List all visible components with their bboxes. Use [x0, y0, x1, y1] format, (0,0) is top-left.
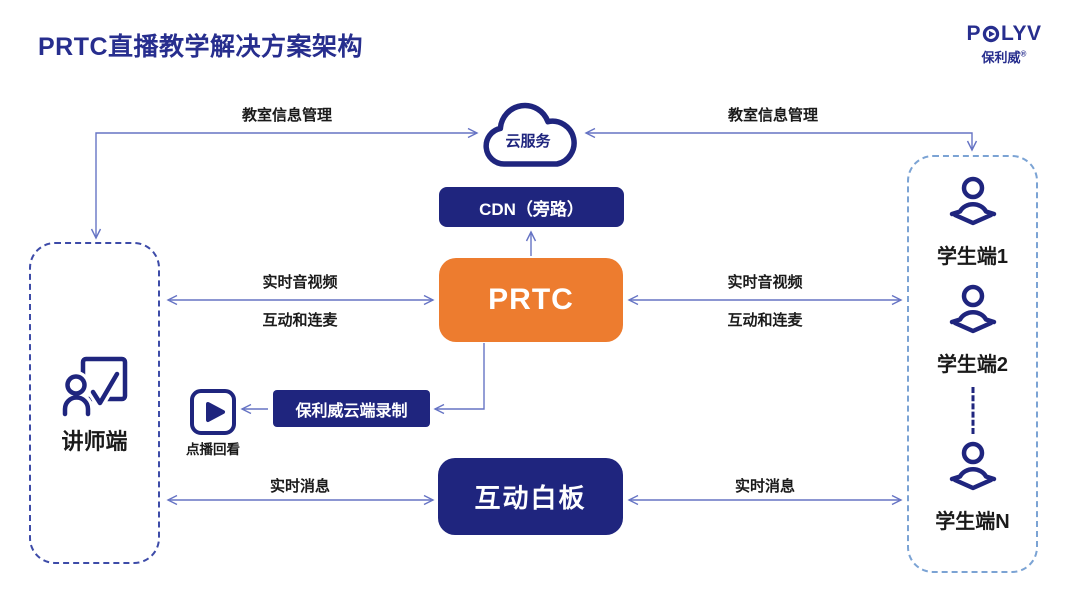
cdn-node: CDN（旁路） — [439, 187, 624, 227]
edge-label-interact-mic-left: 互动和连麦 — [262, 312, 338, 329]
cloud-recording-node: 保利威云端录制 — [273, 390, 430, 427]
polyv-wordmark: P LYV — [956, 22, 1052, 46]
cloud-service-label: 云服务 — [505, 133, 551, 150]
student-2-label: 学生端2 — [936, 354, 1009, 376]
logo-caption-text: 保利威 — [981, 50, 1021, 65]
logo-caption: 保利威® — [956, 47, 1052, 66]
student-1-icon — [949, 176, 996, 226]
student-1-label: 学生端1 — [936, 246, 1009, 268]
cloud-icon — [483, 102, 577, 167]
page-title: PRTC直播教学解决方案架构 — [38, 33, 364, 61]
logo-letter-p: P — [966, 22, 982, 45]
teacher-client-panel: 讲师端 — [29, 242, 160, 564]
playback-label: 点播回看 — [186, 442, 240, 457]
edge-teacher-prtc — [166, 294, 435, 306]
play-triangle-icon — [206, 402, 225, 422]
edge-label-realtime-msg-left: 实时消息 — [269, 478, 331, 495]
registered-mark: ® — [1020, 49, 1027, 59]
student-n-icon — [949, 441, 996, 491]
teacher-icon — [61, 356, 127, 418]
polyv-o-play-icon — [982, 25, 1000, 43]
edge-cloud-students — [584, 127, 978, 152]
logo-letters-lyv: LYV — [1001, 22, 1042, 45]
edge-recording-playback — [240, 403, 268, 415]
edge-teacher-whiteboard — [166, 494, 435, 506]
edge-label-interact-mic-right: 互动和连麦 — [727, 312, 803, 329]
student-2-icon — [949, 284, 996, 334]
student-n-label: 学生端N — [935, 511, 1010, 533]
playback-play-icon — [190, 389, 236, 435]
edge-label-realtime-av-right: 实时音视频 — [727, 274, 803, 291]
edge-prtc-recording — [433, 343, 485, 415]
edge-label-classroom-info-right: 教室信息管理 — [727, 107, 819, 124]
prtc-node: PRTC — [439, 258, 623, 342]
edge-teacher-cloud — [90, 127, 479, 240]
edge-whiteboard-students — [627, 494, 903, 506]
whiteboard-node: 互动白板 — [438, 458, 623, 535]
cloud-service-node: 云服务 — [476, 93, 586, 175]
edge-prtc-cdn — [525, 230, 537, 256]
edge-label-realtime-av-left: 实时音视频 — [262, 274, 338, 291]
students-client-panel: 学生端1 学生端2 学生端N — [907, 155, 1038, 573]
edge-label-classroom-info-left: 教室信息管理 — [241, 107, 333, 124]
edge-label-realtime-msg-right: 实时消息 — [734, 478, 796, 495]
polyv-logo: P LYV 保利威® — [956, 22, 1052, 66]
teacher-label: 讲师端 — [61, 429, 128, 454]
students-ellipsis-divider — [971, 387, 974, 434]
edge-prtc-students — [627, 294, 903, 306]
